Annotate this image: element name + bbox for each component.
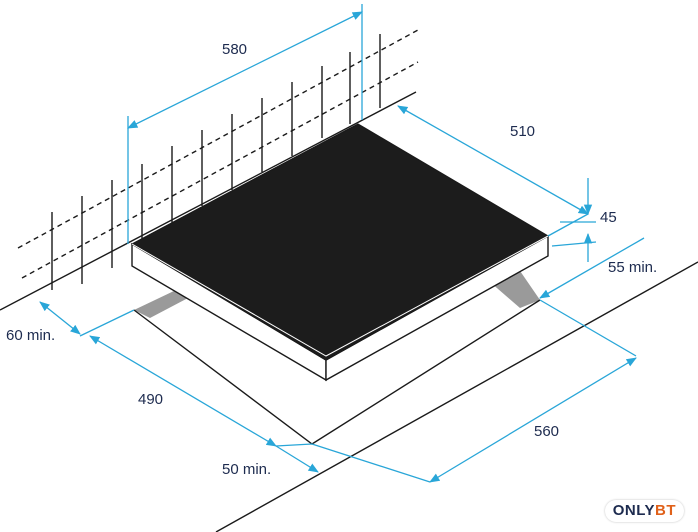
dim-55-line [539, 237, 645, 299]
dim-45-ext-bottom [551, 241, 597, 247]
dim-510-line [397, 105, 589, 215]
hob-glass-top [130, 123, 550, 361]
label-depth-510: 510 [510, 123, 536, 140]
hob [130, 123, 550, 382]
dim-560-ext-b [311, 443, 431, 483]
label-cutout-490: 490 [138, 391, 164, 408]
label-front-clearance: 50 min. [222, 461, 272, 478]
watermark-part2: BT [655, 502, 676, 519]
dim-560-ext-a [539, 299, 637, 357]
dim-60-ext [79, 309, 135, 337]
hob-top-highlight [131, 235, 549, 357]
label-cutout-560: 560 [534, 423, 560, 440]
dim-560-line [429, 357, 637, 483]
dimension-lines [39, 4, 645, 483]
dim-490-line [89, 335, 277, 447]
watermark-logo: ONLYBT [604, 500, 684, 522]
dim-50-line [275, 445, 319, 473]
dim-510-ext [547, 213, 589, 237]
label-rear-clearance: 55 min. [608, 259, 658, 276]
dim-60-line [39, 301, 81, 335]
watermark-part1: ONLY [612, 502, 655, 519]
label-height-45: 45 [600, 209, 617, 226]
label-width-580: 580 [222, 41, 248, 58]
cutout-gap-left [134, 290, 188, 318]
label-left-clearance: 60 min. [6, 327, 56, 344]
dim-490-ext [275, 443, 313, 447]
dim-580-line [127, 11, 363, 129]
